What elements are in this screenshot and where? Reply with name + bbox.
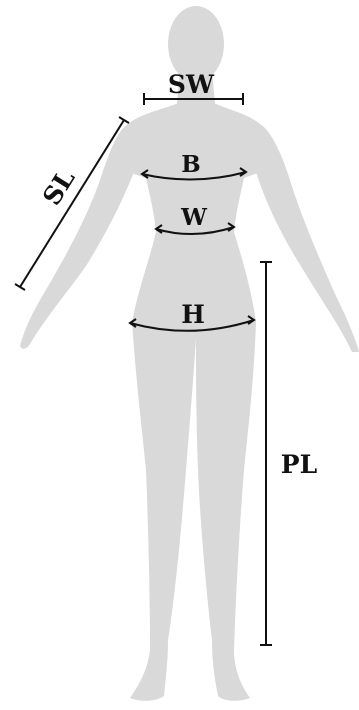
- left-leg-shape: [130, 322, 196, 701]
- sleeve-length-cap-bottom: [15, 284, 25, 290]
- sleeve-length-label: SL: [37, 164, 81, 210]
- pants-length-label: PL: [281, 450, 318, 479]
- left-arm-shape: [20, 124, 134, 349]
- right-leg-shape: [196, 322, 256, 701]
- hip-label: H: [181, 300, 205, 329]
- sleeve-length-cap-top: [119, 117, 129, 123]
- body-silhouette: [20, 6, 359, 701]
- bust-label: B: [181, 151, 200, 178]
- waist-label: W: [180, 204, 208, 231]
- shoulder-width-label: SW: [168, 70, 215, 99]
- right-arm-shape: [256, 124, 359, 352]
